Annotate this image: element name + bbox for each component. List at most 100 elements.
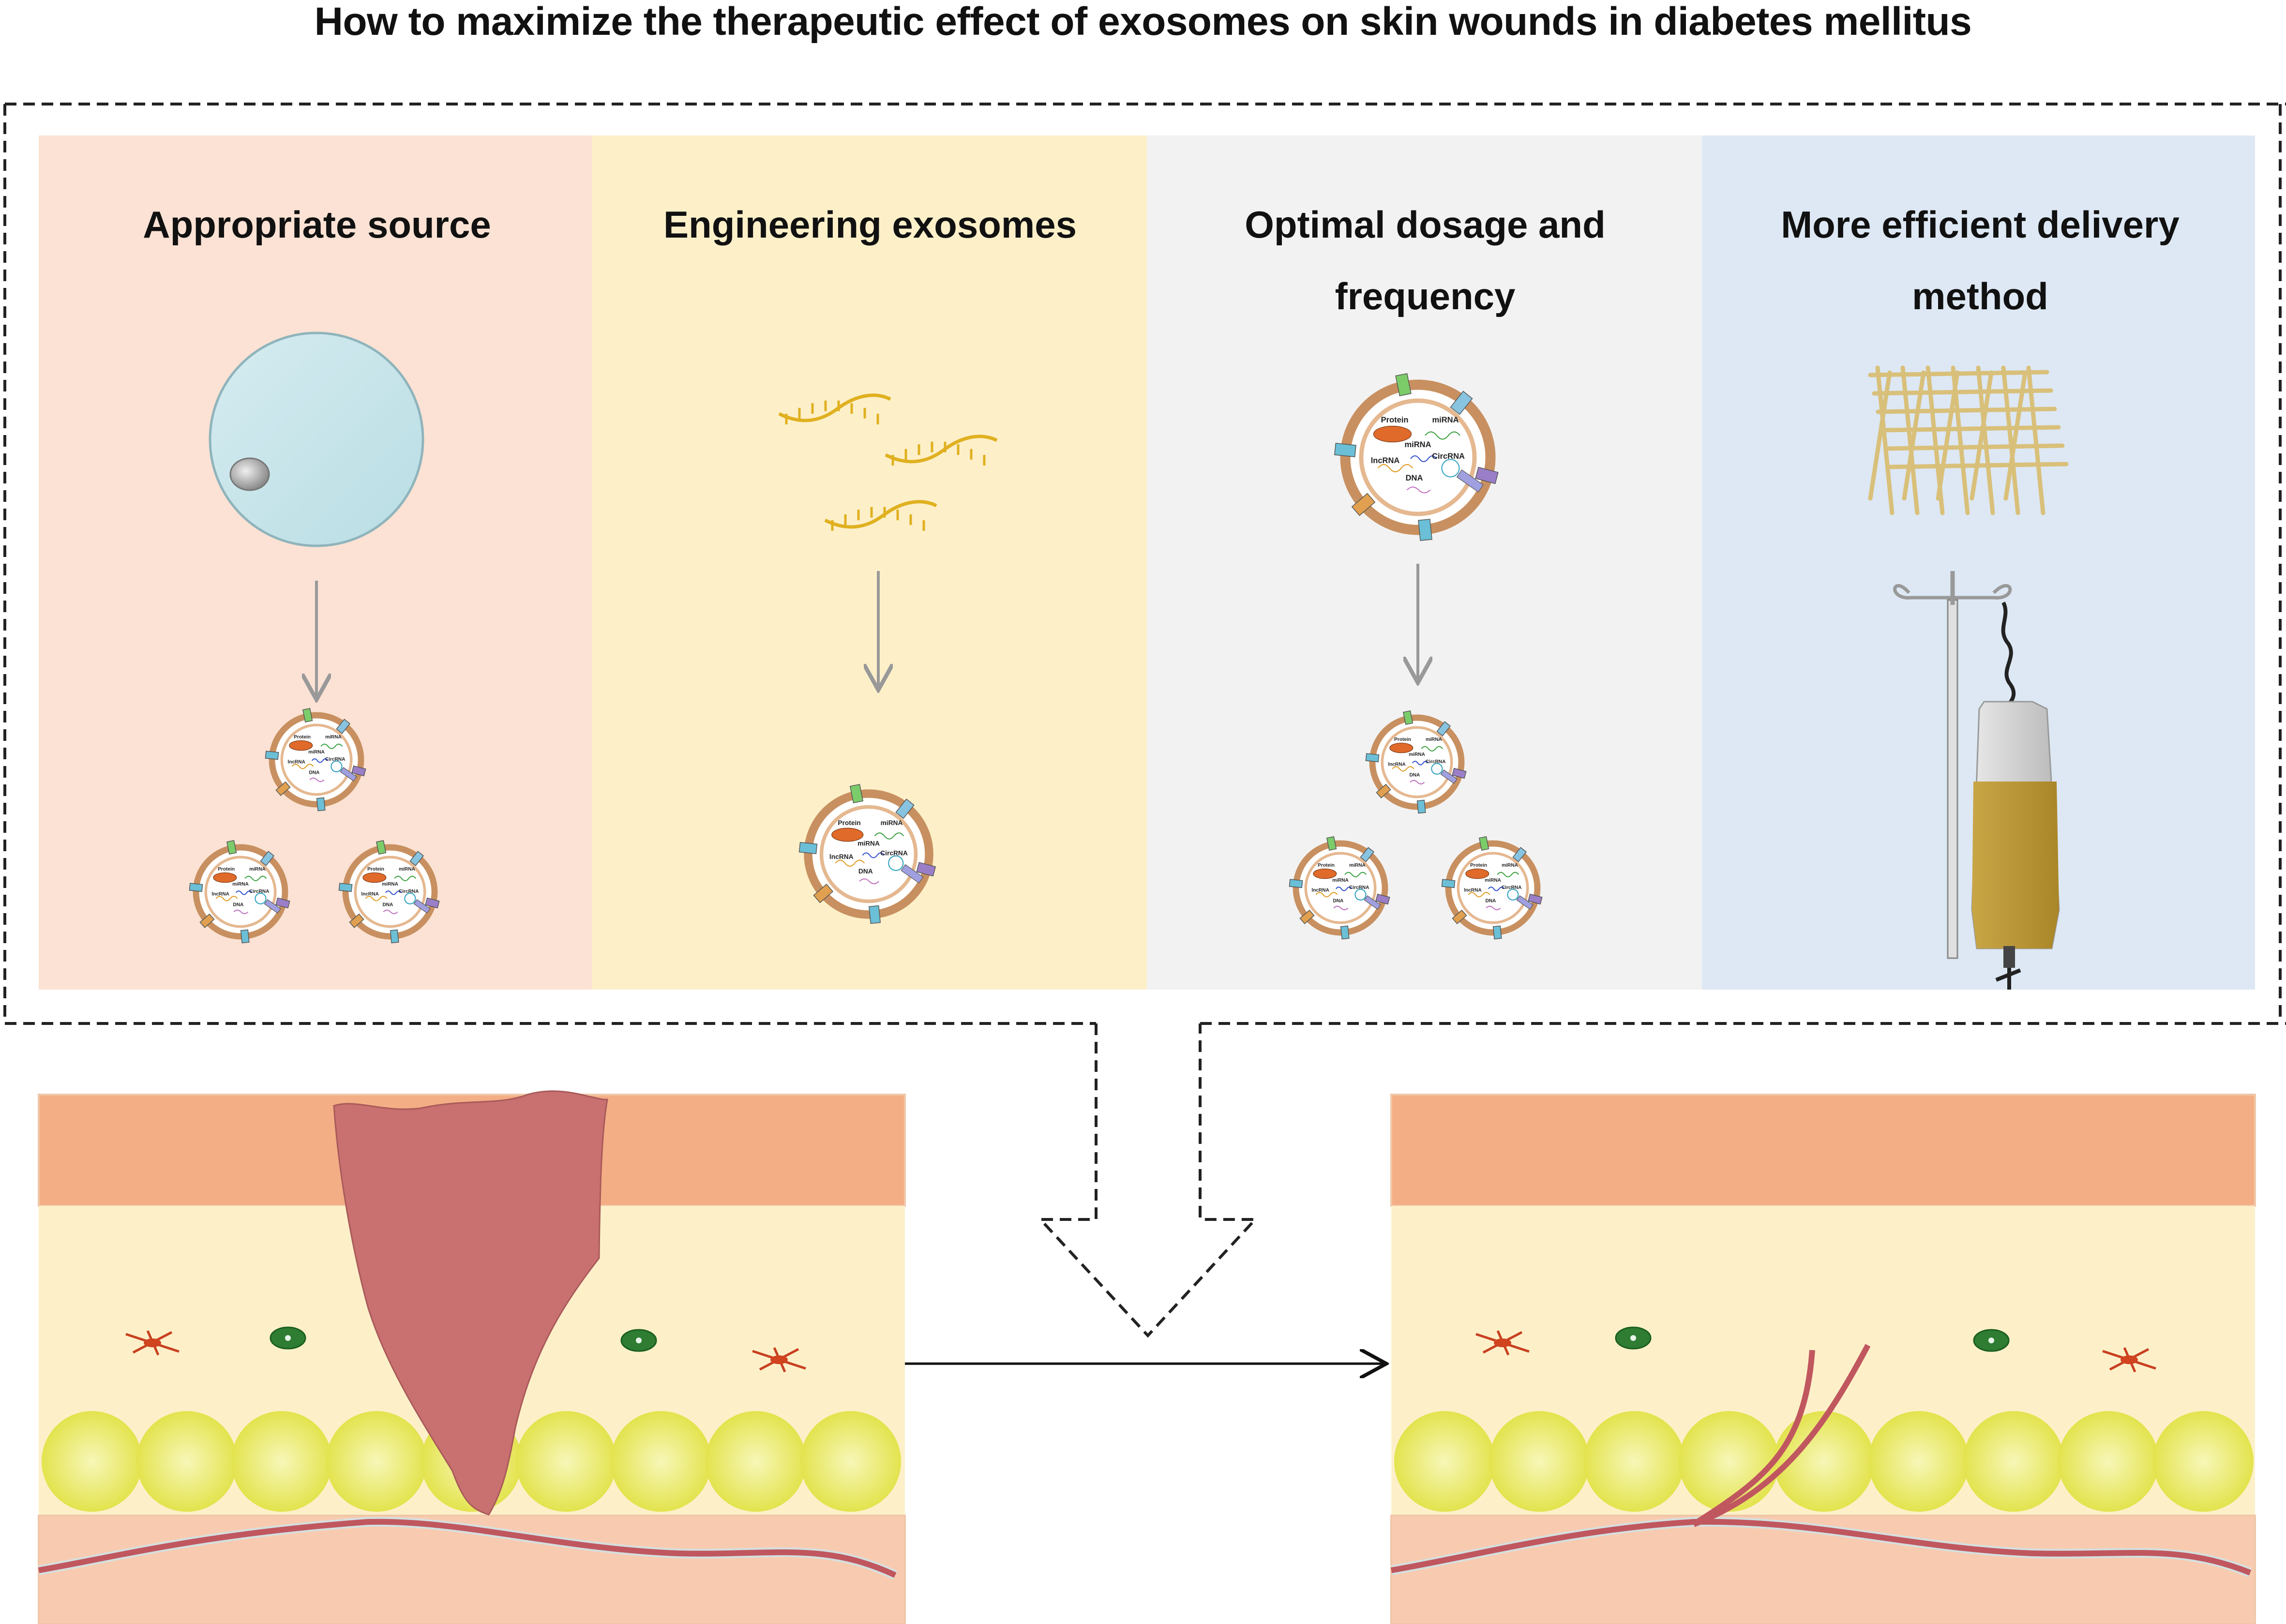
exosome-label-mirna: miRNA <box>249 867 266 872</box>
cell-icon <box>1615 1326 1652 1350</box>
wound-shape <box>333 1090 608 1516</box>
skin-wound <box>38 1090 906 1624</box>
panel-title-delivery: More efficient delivery method <box>1702 189 2258 332</box>
dashed-down-arrow <box>1037 1023 1259 1338</box>
panel-title-engineering-line1: Engineering exosomes <box>663 203 1077 246</box>
exosome-label-mirna: miRNA <box>1349 863 1366 868</box>
exosome-label-lncrna: lncRNA <box>361 891 379 897</box>
exosome-label-circrna: CircRNA <box>325 757 346 762</box>
exosome-label-lncrna: lncRNA <box>287 759 305 765</box>
exosome-label-mirna: miRNA <box>399 867 415 872</box>
exosome-label-lncrna: lncRNA <box>211 891 229 897</box>
exosome-label-lncrna: lncRNA <box>1311 887 1329 893</box>
panel-title-dosage-line1: Optimal dosage and <box>1245 203 1606 246</box>
fibroblast-icon <box>752 1347 806 1373</box>
exosome-label-protein: Protein <box>218 867 235 872</box>
fat-cell <box>2058 1411 2159 1512</box>
fat-cell <box>1774 1411 1874 1512</box>
exosome-label-circrna: CircRNA <box>1432 452 1465 461</box>
exosome-label-protein: Protein <box>838 819 860 827</box>
fat-cell <box>800 1411 901 1512</box>
exosome-label-circrna: CircRNA <box>1349 885 1369 890</box>
panel-title-source-line1: Appropriate source <box>143 203 491 246</box>
dashed-frame <box>3 103 2286 1025</box>
cell-icon <box>270 1326 306 1350</box>
cell-icon <box>620 1329 657 1352</box>
exosome-label-dna: DNA <box>1333 898 1344 903</box>
fat-cell <box>706 1411 806 1512</box>
exosome-label-dna: DNA <box>1485 898 1496 903</box>
exosome-label-dna: DNA <box>382 902 393 907</box>
exosome-label-mirna-2: miRNA <box>857 840 880 847</box>
fibroblast-icon <box>2102 1347 2156 1373</box>
fat-cell <box>42 1411 142 1512</box>
panel-title-delivery-line2: method <box>1912 275 2048 317</box>
fat-cell <box>136 1411 237 1512</box>
fat-cell <box>2153 1411 2254 1512</box>
exosome-label-lncrna: lncRNA <box>829 853 854 860</box>
stem-cell-icon <box>209 331 424 547</box>
fat-cell <box>231 1411 332 1512</box>
fat-cell <box>1868 1411 1969 1512</box>
panel-bg-dosage <box>1147 135 1702 990</box>
rna-strand-icon <box>778 393 998 531</box>
exosome-label-protein: Protein <box>1381 416 1409 424</box>
fibroblast-icon <box>1475 1330 1530 1356</box>
fat-cell <box>1679 1411 1779 1512</box>
panel-title-engineering: Engineering exosomes <box>592 189 1148 260</box>
exosome-label-dna: DNA <box>1406 474 1423 482</box>
exosome-label-mirna-2: miRNA <box>1404 440 1431 449</box>
exosome-label-circrna: CircRNA <box>249 889 270 894</box>
fat-cell <box>1394 1411 1495 1512</box>
scaffold-icon <box>1868 365 2069 515</box>
fat-cell <box>326 1411 427 1512</box>
exosome-label-dna: DNA <box>1409 772 1420 778</box>
exosome-label-mirna-2: miRNA <box>382 882 398 887</box>
fat-cell <box>1963 1411 2064 1512</box>
exosome-label-mirna-2: miRNA <box>1409 752 1425 757</box>
exosome-label-protein: Protein <box>1394 737 1411 742</box>
figure-title: How to maximize the therapeutic effect o… <box>314 0 1972 44</box>
exosome-label-lncrna: lncRNA <box>1388 762 1406 767</box>
panel-title-dosage-line2: frequency <box>1335 275 1516 317</box>
exosome-label-mirna: miRNA <box>325 735 342 740</box>
exosome-label-mirna-2: miRNA <box>308 750 325 755</box>
exosome-label-dna: DNA <box>858 868 873 875</box>
cell-icon <box>1973 1329 2010 1352</box>
panel-bg-source <box>39 135 592 990</box>
exosome-label-lncrna: lncRNA <box>1464 887 1482 893</box>
exosome-label-circrna: CircRNA <box>880 850 908 857</box>
exosome-label-protein: Protein <box>294 735 311 740</box>
exosome-label-lncrna: lncRNA <box>1371 456 1400 465</box>
panel-title-dosage: Optimal dosage and frequency <box>1147 189 1703 332</box>
exosome-label-dna: DNA <box>309 770 320 775</box>
exosome-label-dna: DNA <box>233 902 244 907</box>
fat-cell <box>611 1411 711 1512</box>
panel-title-source: Appropriate source <box>39 189 595 260</box>
exosome-label-protein: Protein <box>1318 863 1335 868</box>
fat-cell <box>1584 1411 1684 1512</box>
panel-title-delivery-line1: More efficient delivery <box>1781 203 2180 246</box>
exosome-label-mirna-2: miRNA <box>232 882 249 887</box>
exosome-label-mirna: miRNA <box>1426 737 1442 742</box>
fat-cell <box>1489 1411 1590 1512</box>
exosome-label-mirna: miRNA <box>1432 416 1459 424</box>
exosome-label-mirna: miRNA <box>1502 863 1518 868</box>
exosome-label-mirna-2: miRNA <box>1485 878 1501 883</box>
fat-cell <box>516 1411 617 1512</box>
fibroblast-icon <box>125 1330 180 1356</box>
exosome-label-mirna-2: miRNA <box>1332 878 1349 883</box>
iv-drip-icon <box>1893 571 2060 990</box>
exosome-label-mirna: miRNA <box>881 819 903 827</box>
